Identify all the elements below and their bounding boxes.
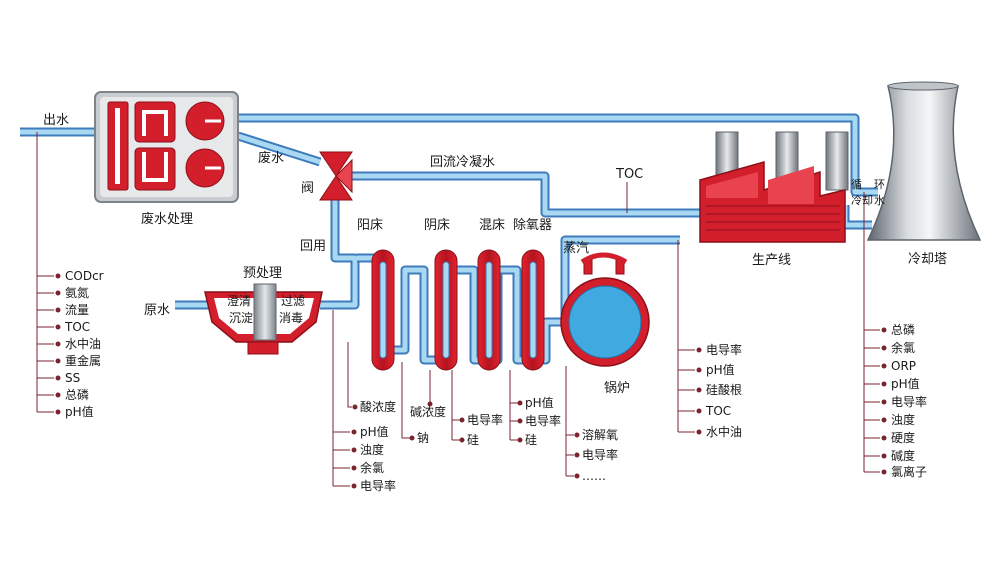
probe-production-0: 电导率 — [706, 342, 742, 357]
label-steam: 蒸汽 — [563, 241, 589, 256]
probe-cooling-5: 浊度 — [891, 412, 915, 427]
probe-outlet-2: 流量 — [65, 303, 89, 317]
probe-cooling-1: 余氯 — [891, 340, 915, 355]
probe-production-2: 硅酸根 — [706, 382, 742, 397]
probe-anion-out-0: 电导率 — [467, 412, 503, 427]
main-labels: 出水 废水处理 废水 阀 回流冷凝水 回用 预处理 澄清 过滤 沉淀 消毒 原水… — [43, 113, 947, 396]
probe-cooling-4: 电导率 — [891, 394, 927, 409]
label-reuse: 回用 — [300, 239, 326, 254]
probe-boiler-feed-1: 电导率 — [582, 447, 618, 462]
probe-outlet-0: CODcr — [65, 269, 104, 283]
label-wastewater: 废水 — [258, 150, 284, 166]
label-filter: 过滤 — [281, 294, 305, 308]
label-cooling-tower: 冷却塔 — [908, 252, 947, 267]
probe-outlet-6: SS — [65, 371, 80, 385]
probe-mixed-out-2: 硅 — [525, 433, 537, 447]
probe-mixed-out-0: pH值 — [525, 395, 554, 410]
probe-cation-sodium-0: 钠 — [417, 430, 429, 445]
probe-outlet-4: 水中油 — [65, 336, 101, 351]
probe-cooling-2: ORP — [891, 359, 916, 373]
probe-anion-alkali-0: 碱浓度 — [410, 404, 446, 419]
label-raw-water: 原水 — [144, 303, 170, 318]
probe-mixed-out-1: 电导率 — [525, 413, 561, 428]
probe-pretreat-2: 余氯 — [360, 460, 384, 475]
label-deaerator: 除氧器 — [513, 218, 552, 233]
probe-boiler-feed-0: 溶解氧 — [582, 427, 618, 442]
probe-production-1: pH值 — [706, 362, 735, 377]
probe-cooling-6: 硬度 — [891, 430, 915, 445]
label-clarify: 澄清 — [227, 293, 251, 308]
probe-outlet-7: 总磷 — [65, 387, 89, 402]
pretreatment-tank — [204, 283, 323, 355]
label-return-condensate: 回流冷凝水 — [430, 154, 495, 170]
label-circulating-cooling-water: 循 环 冷 却 水 — [851, 178, 885, 207]
probe-outlet-8: pH值 — [65, 404, 94, 419]
probe-pretreat-1: 浊度 — [360, 442, 384, 457]
label-production-line: 生产线 — [752, 253, 791, 268]
probe-cooling-8: 氯离子 — [891, 464, 927, 479]
label-wastewater-treatment: 废水处理 — [141, 211, 193, 227]
boiler — [560, 252, 650, 367]
probe-cooling-0: 总磷 — [891, 322, 915, 337]
three-way-valve[interactable] — [319, 151, 353, 201]
probe-pretreat-3: 电导率 — [360, 478, 396, 493]
probe-outlet-1: 氨氮 — [65, 285, 89, 300]
probe-ticks-outlet — [37, 275, 54, 413]
probe-cooling-3: pH值 — [891, 376, 920, 391]
vert-char-2: 冷 — [851, 194, 862, 207]
probe-pretreat-0: pH值 — [360, 424, 389, 439]
label-valve: 阀 — [301, 181, 314, 196]
probe-lines — [36, 132, 880, 487]
probe-production-3: TOC — [705, 404, 731, 418]
vert-char-0: 循 — [851, 178, 862, 191]
probe-cooling-7: 碱度 — [891, 448, 915, 463]
vert-char-3: 却 — [862, 194, 873, 207]
label-mixed-bed: 混床 — [479, 218, 505, 233]
cooling-tower — [866, 81, 982, 241]
label-pretreatment: 预处理 — [243, 266, 282, 281]
probe-labels: CODcr 氨氮 流量 TOC 水中油 重金属 SS 总磷 pH值 酸浓度 钠 … — [64, 269, 927, 493]
probe-production-4: 水中油 — [706, 424, 742, 439]
wastewater-treatment-unit — [94, 91, 239, 203]
label-boiler: 锅炉 — [604, 380, 630, 396]
label-toc-return: TOC — [615, 167, 643, 182]
probe-boiler-feed-2: …… — [582, 469, 606, 483]
ion-exchange-train — [357, 249, 575, 371]
label-sediment: 沉淀 — [229, 311, 253, 325]
production-line-factory — [699, 131, 849, 243]
vert-char-1: 环 — [874, 178, 885, 191]
label-disinfect: 消毒 — [279, 311, 303, 325]
label-outlet: 出水 — [43, 113, 69, 128]
probe-anion-out-1: 硅 — [467, 433, 479, 447]
label-anion-bed: 阴床 — [424, 218, 450, 233]
probe-outlet-3: TOC — [64, 320, 90, 334]
probe-cation-acid-0: 酸浓度 — [360, 399, 396, 414]
label-cation-bed: 阳床 — [357, 218, 383, 233]
probe-dots — [55, 273, 887, 489]
probe-outlet-5: 重金属 — [65, 353, 101, 368]
vert-char-4: 水 — [874, 194, 885, 207]
